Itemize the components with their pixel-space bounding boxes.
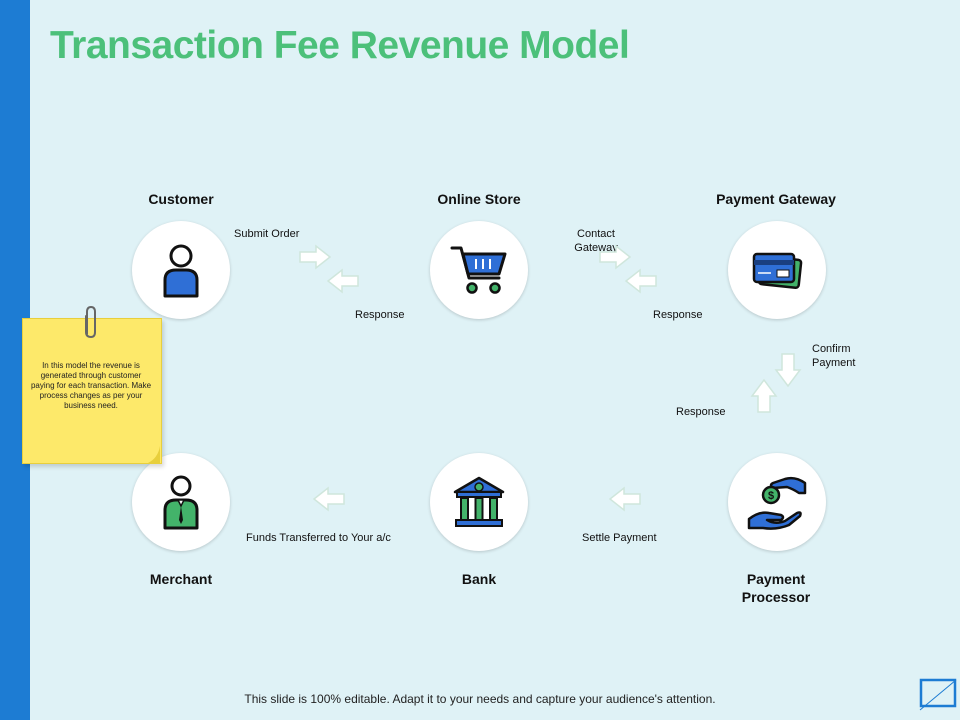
- node-customer: [132, 221, 230, 319]
- sticky-note-text: In this model the revenue is generated t…: [30, 361, 152, 410]
- bank-icon: [453, 476, 505, 527]
- edge-label-settle-payment: Settle Payment: [582, 532, 657, 544]
- customer-icon: [163, 244, 199, 298]
- slide-title: Transaction Fee Revenue Model: [50, 24, 630, 67]
- node-label-online-store: Online Store: [437, 191, 521, 207]
- arrow-left-icon: [608, 486, 641, 512]
- edge-label-confirm-payment: Confirm Payment: [812, 343, 856, 369]
- footer-caption: This slide is 100% editable. Adapt it to…: [244, 692, 716, 706]
- node-payment-gateway: [728, 221, 826, 319]
- merchant-icon: [163, 475, 199, 530]
- svg-text:$: $: [768, 490, 774, 502]
- node-label-customer: Customer: [148, 191, 214, 207]
- edge-label-response-store: Response: [355, 309, 405, 321]
- node-label-merchant: Merchant: [149, 571, 213, 587]
- payment-processor-text: Payment Processor: [741, 571, 811, 605]
- node-payment-processor: $: [728, 453, 826, 551]
- arrow-up-icon: [750, 378, 778, 413]
- node-label-payment-processor: Payment Processor: [696, 570, 856, 606]
- node-merchant: [132, 453, 230, 551]
- edge-label-response-gateway: Response: [653, 309, 703, 321]
- edge-label-response-processor: Response: [676, 406, 726, 418]
- arrow-left-icon: [312, 486, 345, 512]
- arrow-down-icon: [774, 353, 802, 388]
- edge-label-submit-order: Submit Order: [234, 228, 300, 240]
- note-fold-icon: [148, 446, 160, 463]
- node-online-store: [430, 221, 528, 319]
- edge-label-funds-transferred: Funds Transferred to Your a/c: [246, 532, 391, 544]
- arrow-right-icon: [599, 244, 632, 270]
- credit-card-icon: [752, 252, 803, 289]
- arrow-left-icon: [624, 268, 657, 294]
- edge-label-contact-gateway: Contact Gateway: [574, 228, 618, 254]
- cart-icon: [450, 246, 507, 294]
- corner-frame-icon: [919, 678, 957, 711]
- arrow-right-icon: [299, 244, 332, 270]
- hand-coin-icon: $: [747, 476, 807, 530]
- sticky-note: [22, 318, 162, 464]
- node-label-bank: Bank: [461, 571, 497, 587]
- arrow-left-icon: [326, 268, 359, 294]
- paper-clip-icon: [85, 305, 96, 339]
- node-label-payment-gateway: Payment Gateway: [716, 191, 836, 207]
- node-bank: [430, 453, 528, 551]
